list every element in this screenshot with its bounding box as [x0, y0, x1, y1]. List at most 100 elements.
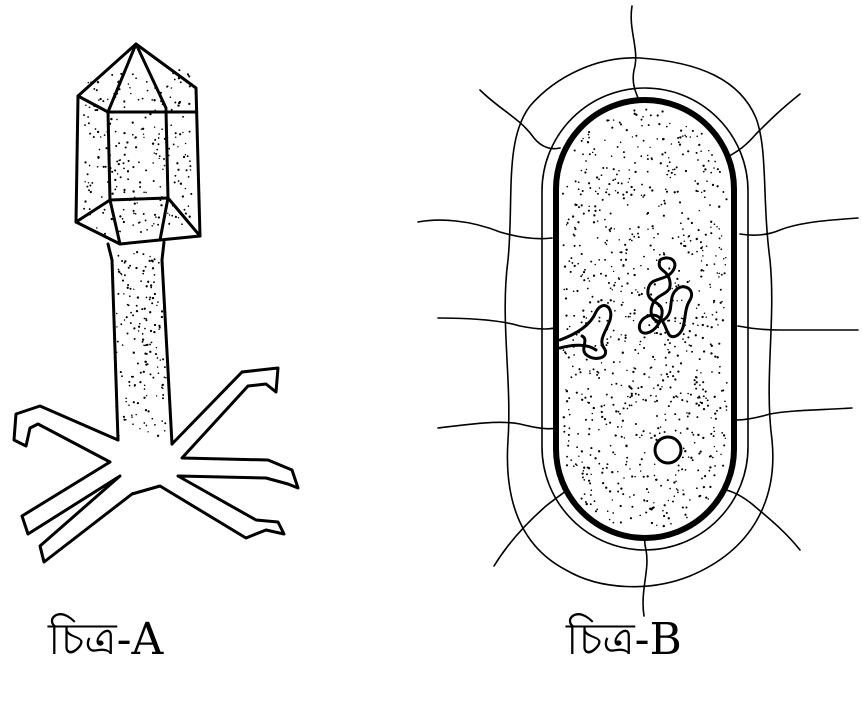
stipple-dot [700, 372, 702, 374]
stipple-dot [706, 180, 708, 183]
stipple-dot [682, 338, 684, 340]
stipple-dot [150, 286, 153, 289]
stipple-dot [580, 139, 583, 142]
stipple-dot [668, 342, 671, 345]
stipple-dot [693, 379, 696, 382]
stipple-dot [126, 141, 129, 144]
stipple-dot [143, 191, 145, 194]
stipple-dot [596, 508, 599, 511]
stipple-dot [135, 309, 139, 313]
stipple-dot [718, 342, 721, 345]
stipple-dot [661, 386, 663, 388]
stipple-dot [684, 169, 688, 173]
stipple-dot [632, 494, 635, 496]
stipple-dot [141, 340, 144, 343]
stipple-dot [117, 268, 120, 271]
stipple-dot [696, 487, 698, 490]
stipple-dot [182, 131, 184, 134]
stipple-dot [658, 253, 661, 256]
stipple-dot [587, 467, 591, 470]
stipple-dot [685, 350, 688, 352]
stipple-dot [582, 137, 584, 140]
stipple-dot [694, 180, 697, 182]
stipple-dot [639, 470, 642, 472]
stipple-dot [127, 159, 130, 162]
stipple-dot [606, 119, 609, 122]
stipple-dot [695, 376, 698, 379]
stipple-dot [620, 303, 623, 306]
stipple-dot [177, 104, 180, 107]
stipple-dot [190, 192, 193, 195]
stipple-dot [688, 412, 691, 415]
stipple-dot [663, 504, 666, 507]
stipple-dot [625, 460, 628, 463]
stipple-dot [129, 322, 132, 325]
stipple-dot [123, 293, 125, 295]
stipple-dot [151, 417, 154, 420]
stipple-dot [679, 432, 682, 434]
stipple-dot [675, 166, 678, 169]
stipple-dot [719, 301, 722, 304]
stipple-dot [720, 273, 723, 276]
stipple-dot [724, 263, 727, 266]
stipple-dot [665, 190, 669, 193]
stipple-dot [163, 376, 166, 379]
stipple-dot [711, 371, 713, 373]
stipple-dot [153, 222, 155, 225]
stipple-dot [646, 211, 650, 215]
stipple-dot [690, 221, 694, 225]
stipple-dot [672, 396, 675, 399]
stipple-dot [653, 434, 656, 437]
stipple-dot [627, 181, 629, 183]
stipple-dot [637, 393, 640, 396]
stipple-dot [587, 387, 590, 390]
stipple-dot [700, 191, 703, 194]
stipple-dot [87, 116, 89, 118]
stipple-dot [629, 316, 631, 318]
stipple-dot [163, 366, 166, 369]
stipple-dot [704, 390, 707, 393]
stipple-dot [582, 212, 585, 215]
stipple-dot [574, 228, 577, 231]
stipple-dot [144, 265, 147, 268]
stipple-dot [724, 437, 727, 440]
stipple-dot [720, 235, 723, 237]
stipple-dot [635, 289, 637, 291]
stipple-dot [124, 146, 127, 149]
stipple-dot [664, 356, 667, 359]
stipple-dot [585, 358, 588, 361]
stipple-dot [591, 418, 594, 421]
stipple-dot [172, 71, 175, 75]
stipple-dot [157, 137, 160, 139]
stipple-dot [641, 124, 643, 127]
stipple-dot [630, 291, 633, 295]
stipple-dot [686, 427, 689, 430]
stipple-dot [178, 69, 181, 72]
stipple-dot [681, 317, 684, 320]
stipple-dot [568, 413, 571, 416]
stipple-dot [677, 141, 680, 144]
stipple-dot [616, 191, 619, 194]
stipple-dot [149, 343, 152, 346]
stipple-dot [182, 115, 185, 118]
stipple-dot [615, 173, 618, 176]
stipple-dot [709, 283, 711, 286]
stipple-dot [132, 209, 135, 212]
stipple-dot [630, 185, 633, 189]
stipple-dot [162, 394, 165, 396]
stipple-dot [608, 228, 611, 231]
stipple-dot [690, 456, 693, 459]
stipple-dot [164, 340, 167, 343]
stipple-dot [624, 258, 628, 261]
stipple-dot [590, 447, 593, 450]
stipple-dot [142, 370, 145, 374]
stipple-dot [96, 130, 100, 134]
stipple-dot [637, 226, 640, 229]
stipple-dot [149, 329, 153, 333]
stipple-dot [713, 430, 716, 433]
stipple-dot [709, 286, 712, 288]
stipple-dot [118, 434, 120, 437]
stipple-dot [713, 263, 716, 265]
stipple-dot [706, 325, 709, 328]
stipple-dot [605, 423, 608, 426]
